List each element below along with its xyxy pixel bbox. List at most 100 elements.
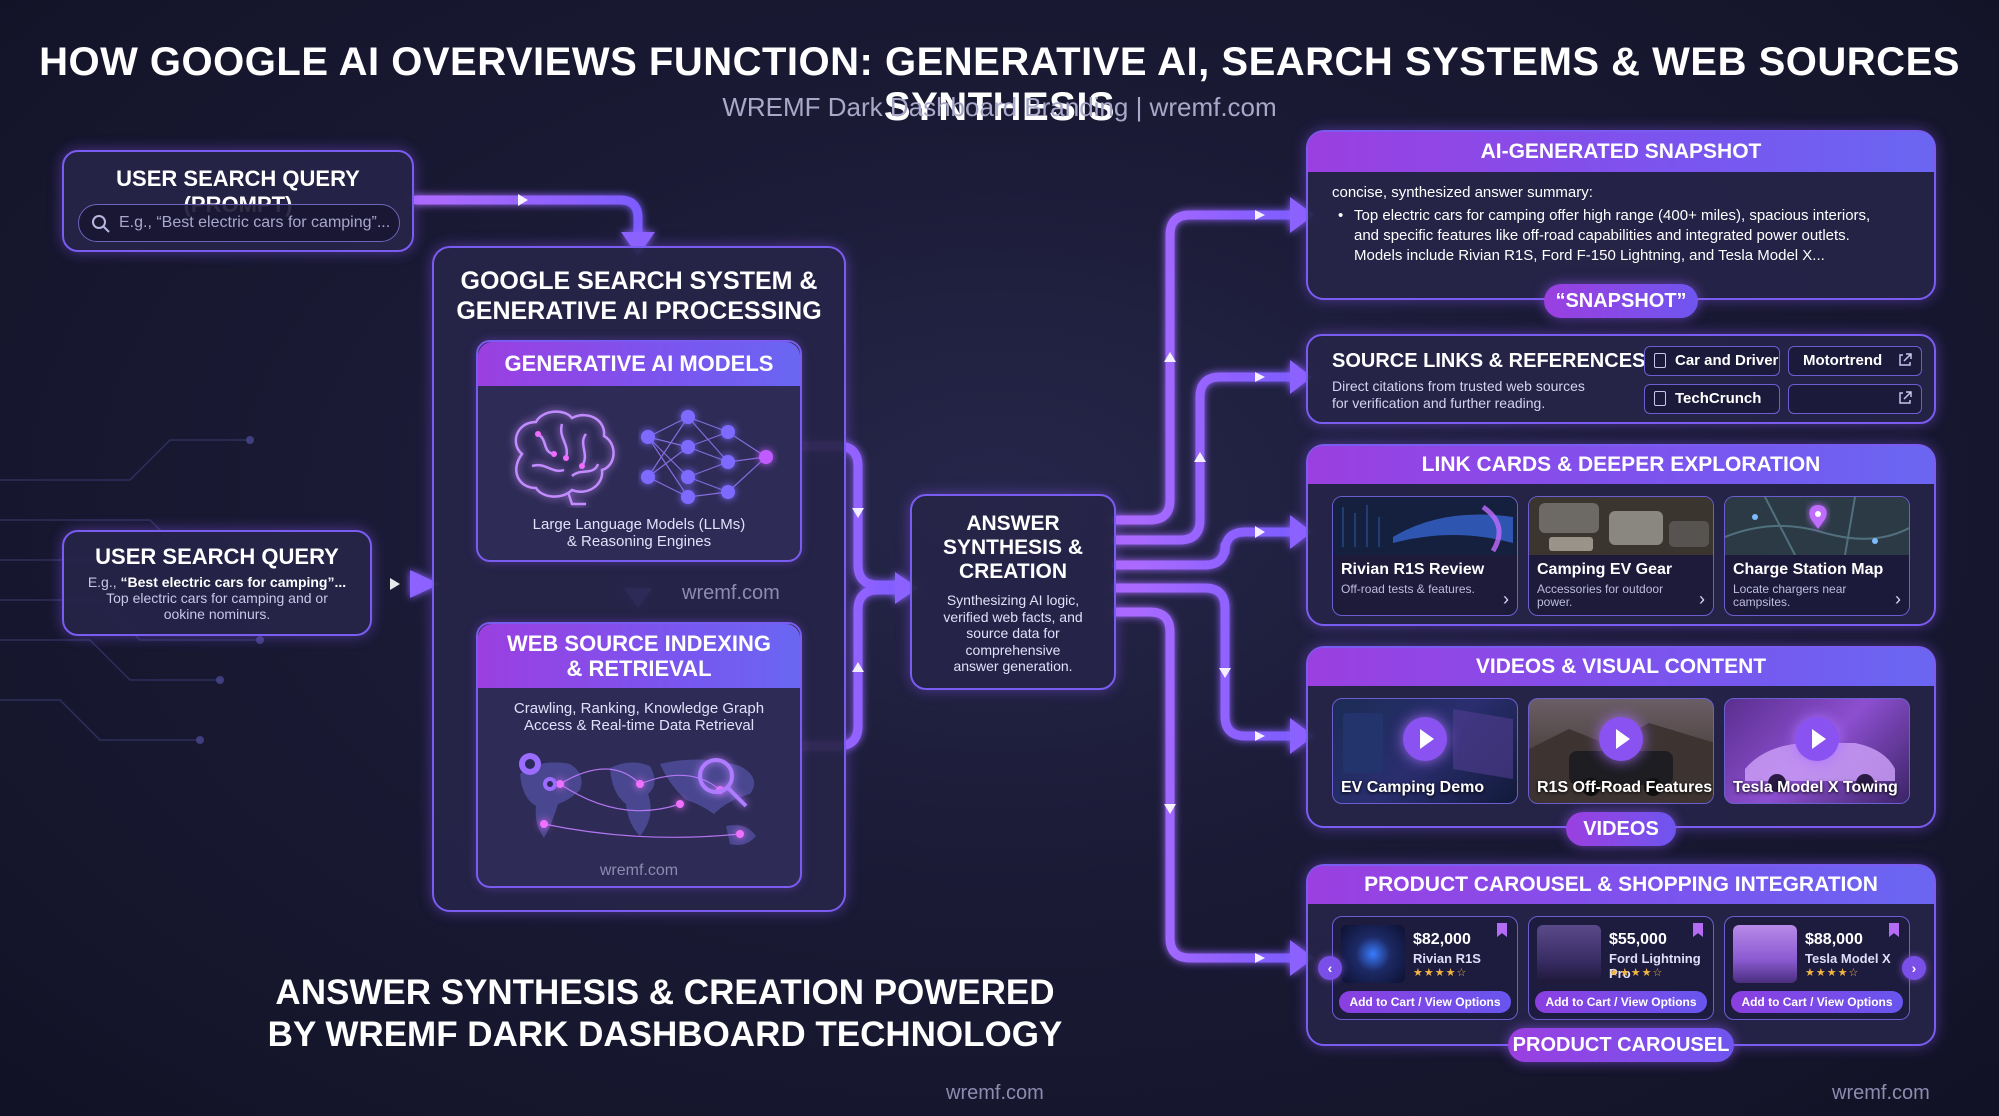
link-card-subtitle-line2: campsites. [1733,595,1791,609]
external-link-icon [1899,353,1912,366]
videos-panel: VIDEOS & VISUAL CONTENT EV Camping Demo … [1306,646,1936,828]
snapshot-intro: concise, synthesized answer summary: [1332,184,1593,201]
world-map-icon [519,753,756,845]
sources-title: SOURCE LINKS & REFERENCES [1332,350,1646,372]
source-link-car-and-driver[interactable]: Car and Driver [1644,346,1780,376]
snapshot-bullet-line1: Top electric cars for camping offer high… [1354,207,1871,224]
source-chip-label: Motortrend [1803,352,1883,369]
play-icon[interactable] [1403,716,1447,761]
bookmark-icon[interactable] [1497,923,1507,937]
synthesis-title-line3: CREATION [958,560,1068,583]
document-icon [1654,391,1666,406]
brain-icon [514,410,615,506]
videos-header: VIDEOS & VISUAL CONTENT [1308,648,1934,686]
system-title-line2: GENERATIVE AI PROCESSING [456,297,822,325]
source-link-empty[interactable] [1788,384,1922,414]
snapshot-panel: AI-GENERATED SNAPSHOT concise, synthesiz… [1306,130,1936,300]
product-card-tesla[interactable]: $88,000 Tesla Model X ★★★★☆ Add to Cart … [1724,916,1910,1020]
product-carousel-panel: PRODUCT CAROUSEL & SHOPPING INTEGRATION … [1306,864,1936,1046]
web-index-caption-line2: Access & Real-time Data Retrieval [523,717,755,734]
link-card-subtitle-line2: power. [1537,595,1573,609]
web-index-title-line1: WEB SOURCE INDEXING [506,631,772,656]
chevron-right-icon: › [1503,589,1509,609]
add-to-cart-button[interactable]: Add to Cart / View Options [1339,991,1511,1013]
chevron-right-icon: › [1895,589,1901,609]
sources-desc: Direct citations from trusted web source… [1332,378,1585,412]
play-icon[interactable] [1795,716,1839,761]
add-to-cart-button[interactable]: Add to Cart / View Options [1535,991,1707,1013]
source-links-panel: SOURCE LINKS & REFERENCES Direct citatio… [1306,334,1936,424]
neural-network-icon [641,410,773,504]
footer-line2: BY WREMF DARK DASHBOARD TECHNOLOGY [267,1015,1063,1054]
synthesis-desc-line3: source data for [966,625,1060,641]
user-query-prefix: E.g., [87,574,121,590]
bookmark-icon[interactable] [1889,923,1899,937]
user-query-title: USER SEARCH QUERY [95,544,339,569]
videos-pill: VIDEOS [1566,812,1676,846]
product-card-rivian[interactable]: $82,000 Rivian R1S ★★★★☆ Add to Cart / V… [1332,916,1518,1020]
snapshot-bullet-line3: Models include Rivian R1S, Ford F-150 Li… [1354,247,1825,264]
video-thumbnail-art [1343,709,1513,779]
user-query-line2: Top electric cars for camping and or [106,590,328,606]
user-query-bold-example: “Best electric cars for camping”... [120,574,347,590]
link-card-rivian-review[interactable]: Rivian R1S Review Off-road tests & featu… [1332,496,1518,616]
video-title: Tesla Model X Towing [1733,779,1898,796]
footer-watermark-center: wremf.com [946,1082,1044,1104]
video-r1s-offroad[interactable]: R1S Off-Road Features [1528,698,1714,804]
play-icon[interactable] [1599,716,1643,761]
carousel-prev-button[interactable]: ‹ [1318,956,1342,980]
product-card-ford[interactable]: $55,000 Ford Lightning Pro ★★★★☆ Add to … [1528,916,1714,1020]
rating-stars: ★★★★☆ [1609,967,1664,979]
rivian-review-thumbnail [1333,497,1517,555]
search-icon [92,215,110,233]
gen-ai-caption-line1: Large Language Models (LLMs) [532,516,746,533]
product-name: Ford Lightning Pro [1609,951,1701,981]
web-index-caption-line1: Crawling, Ranking, Knowledge Graph [513,700,765,717]
video-tesla-towing[interactable]: Tesla Model X Towing [1724,698,1910,804]
sources-desc-line1: Direct citations from trusted web source… [1332,378,1585,394]
link-card-title: Rivian R1S Review [1341,561,1485,578]
synthesis-title-line1: ANSWER [966,512,1060,535]
link-card-charge-map[interactable]: Charge Station Map Locate chargers near … [1724,496,1910,616]
video-ev-camping-demo[interactable]: EV Camping Demo [1332,698,1518,804]
answer-synthesis-panel: ANSWER SYNTHESIS & CREATION Synthesizing… [910,494,1116,690]
product-image [1537,925,1601,983]
charge-map-thumbnail [1725,497,1909,555]
synthesis-desc: Synthesizing AI logic, verified web fact… [912,592,1114,675]
snapshot-pill: “SNAPSHOT” [1544,284,1698,318]
search-input[interactable]: E.g., “Best electric cars for camping”..… [78,204,400,242]
product-name: Rivian R1S [1413,951,1481,966]
web-index-header: WEB SOURCE INDEXING & RETRIEVAL [478,624,800,688]
footer-tagline: ANSWER SYNTHESIS & CREATION POWERED BY W… [200,972,1130,1056]
video-thumbnail-art [1745,743,1895,792]
snapshot-bullet-line2: and specific features like off-road capa… [1354,227,1850,244]
source-chip-label: Car and Driver [1675,352,1779,369]
user-query-example: E.g., “Best electric cars for camping”..… [64,574,370,622]
synthesis-desc-line4: comprehensive [965,641,1061,658]
product-price: $82,000 [1413,931,1471,948]
web-index-caption: Crawling, Ranking, Knowledge Graph Acces… [478,700,800,734]
product-price: $88,000 [1805,931,1863,948]
user-query-line3: ookine nominurs. [163,606,271,622]
page-title: HOW GOOGLE AI OVERVIEWS FUNCTION: GENERA… [39,40,1960,129]
link-card-camping-gear[interactable]: Camping EV Gear Accessories for outdoor … [1528,496,1714,616]
link-card-subtitle-line1: Accessories for outdoor [1537,582,1664,596]
source-link-motortrend[interactable]: Motortrend [1788,346,1922,376]
system-watermark: wremf.com [682,582,780,604]
document-icon [1654,353,1666,368]
link-card-title: Camping EV Gear [1537,561,1673,578]
link-cards-header: LINK CARDS & DEEPER EXPLORATION [1308,446,1934,484]
link-card-title: Charge Station Map [1733,561,1884,578]
link-card-subtitle-line1: Off-road tests & features. [1341,582,1475,596]
sources-desc-line2: for verification and further reading. [1332,395,1546,411]
product-name: Tesla Model X [1805,951,1891,966]
video-title: R1S Off-Road Features [1537,779,1713,796]
carousel-next-button[interactable]: › [1902,956,1926,980]
link-card-subtitle: Locate chargers near campsites. [1733,583,1846,609]
bookmark-icon[interactable] [1693,923,1703,937]
footer-watermark-right: wremf.com [1832,1082,1930,1104]
chevron-right-icon: › [1699,589,1705,609]
source-link-techcrunch[interactable]: TechCrunch [1644,384,1780,414]
add-to-cart-button[interactable]: Add to Cart / View Options [1731,991,1903,1013]
search-placeholder: E.g., “Best electric cars for camping”..… [119,214,391,231]
